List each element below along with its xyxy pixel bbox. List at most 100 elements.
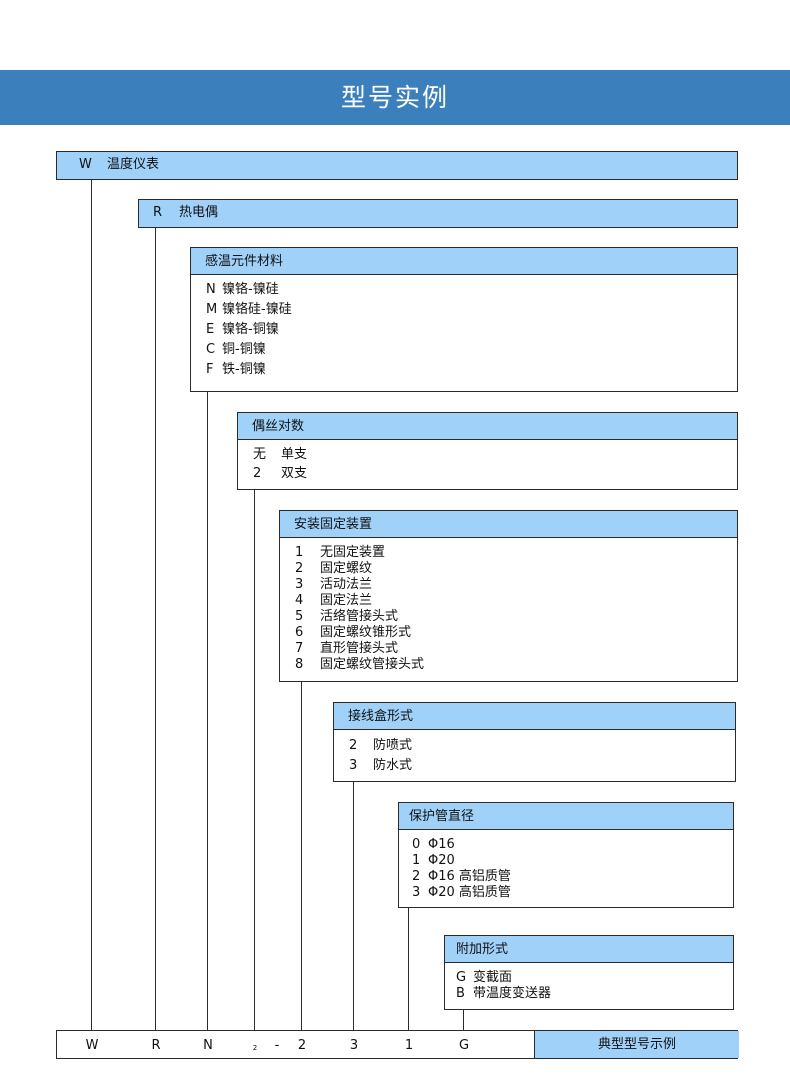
list-item: C 铜-铜镍 [206, 340, 737, 360]
item-code: F [206, 362, 214, 377]
list-item: 0 Φ16 [412, 837, 733, 853]
item-code: 5 [295, 609, 304, 624]
group-title: 接线盒形式 [334, 703, 735, 730]
list-item: 5 活络管接头式 [295, 609, 737, 625]
item-code: C [206, 342, 216, 357]
example-label: 典型型号示例 [534, 1031, 739, 1058]
item-text: 防喷式 [373, 738, 413, 753]
group-additional-form: 附加形式 G 变截面 B 带温度变送器 [444, 935, 734, 1010]
item-code: 1 [295, 545, 304, 560]
level2-header: R 热电偶 [139, 200, 737, 227]
item-code: M [206, 302, 218, 317]
item-text: 固定螺纹管接头式 [320, 657, 425, 672]
group-title: 安装固定装置 [280, 511, 737, 538]
item-code: G [456, 970, 467, 985]
item-text: 带温度变送器 [473, 986, 552, 1001]
list-item: 1 无固定装置 [295, 545, 737, 561]
connector-line-w [91, 180, 92, 1030]
list-item: 6 固定螺纹锥形式 [295, 625, 737, 641]
list-item: 1 Φ20 [412, 853, 733, 869]
connector-line-pairs [254, 489, 255, 1030]
group-title: 感温元件材料 [191, 248, 737, 275]
item-code: 2 [295, 561, 304, 576]
item-text: 铁-铜镍 [222, 362, 266, 377]
item-text: 防水式 [373, 758, 413, 773]
item-text: 镍铬-镍硅 [222, 282, 279, 297]
list-item: F 铁-铜镍 [206, 360, 737, 380]
item-code: 6 [295, 625, 304, 640]
item-text: 直形管接头式 [320, 641, 399, 656]
item-code: E [206, 322, 215, 337]
item-text: Φ20 [428, 853, 455, 868]
item-text: Φ16 [428, 837, 455, 852]
item-code: 0 [412, 837, 421, 852]
item-code: 3 [412, 885, 421, 900]
example-model-bar: W R N 2 - 2 3 1 G 典型型号示例 [56, 1030, 739, 1059]
item-text: Φ20 高铝质管 [428, 885, 511, 900]
item-code: 7 [295, 641, 304, 656]
group-title: 偶丝对数 [238, 413, 737, 440]
level2-code: R [153, 205, 163, 220]
item-code: 2 [349, 738, 358, 753]
item-code: 3 [295, 577, 304, 592]
connector-line-mounting [301, 681, 302, 1030]
example-code-r: R [151, 1038, 161, 1053]
item-code: N [206, 282, 216, 297]
list-item: B 带温度变送器 [456, 986, 733, 1002]
level2-label: 热电偶 [179, 205, 219, 220]
item-text: 固定螺纹锥形式 [320, 625, 412, 640]
level1-label: 温度仪表 [107, 157, 160, 172]
level2-box: R 热电偶 [138, 199, 738, 228]
list-item: 3 Φ20 高铝质管 [412, 885, 733, 901]
list-item: 2 防喷式 [349, 736, 735, 756]
item-code: B [456, 986, 465, 1001]
list-item: N 镍铬-镍硅 [206, 280, 737, 300]
page-banner-title: 型号实例 [0, 70, 790, 125]
item-text: 无固定装置 [320, 545, 386, 560]
group-wire-pairs: 偶丝对数 无单支 2 双支 [237, 412, 738, 490]
connector-line-diameter [408, 907, 409, 1030]
connector-line-r [155, 228, 156, 1030]
item-code: 3 [349, 758, 358, 773]
item-text: 铜-铜镍 [222, 342, 266, 357]
item-code: 2 [412, 869, 421, 884]
list-item: 3 活动法兰 [295, 577, 737, 593]
list-item: 无单支 [253, 445, 737, 464]
list-item: 7 直形管接头式 [295, 641, 737, 657]
example-code-w: W [85, 1038, 99, 1053]
item-code: 2 [253, 466, 262, 481]
example-code-additional: G [458, 1038, 470, 1053]
item-text: 双支 [281, 466, 308, 481]
example-code-diameter: 1 [404, 1038, 414, 1053]
item-text: 活动法兰 [320, 577, 373, 592]
item-text: Φ16 高铝质管 [428, 869, 511, 884]
item-code: 8 [295, 657, 304, 672]
list-item: 2 固定螺纹 [295, 561, 737, 577]
list-item: 8 固定螺纹管接头式 [295, 657, 737, 673]
group-title: 附加形式 [445, 936, 733, 963]
example-code-pairs: 2 [252, 1044, 258, 1052]
group-junction-box: 接线盒形式 2 防喷式 3 防水式 [333, 702, 736, 782]
example-code-junction: 3 [349, 1038, 359, 1053]
list-item: 3 防水式 [349, 756, 735, 776]
example-code-material: N [203, 1038, 213, 1053]
list-item: 2 双支 [253, 464, 737, 483]
example-code-mounting: 2 [297, 1038, 307, 1053]
item-text: 活络管接头式 [320, 609, 399, 624]
item-text: 固定法兰 [320, 593, 373, 608]
connector-line-additional [463, 1009, 464, 1030]
example-code-dash: - [274, 1038, 280, 1053]
item-text: 单支 [281, 447, 308, 462]
connector-line-n [207, 391, 208, 1030]
item-code: 无 [253, 447, 267, 462]
item-code: 1 [412, 853, 421, 868]
item-text: 固定螺纹 [320, 561, 373, 576]
item-text: 变截面 [473, 970, 513, 985]
